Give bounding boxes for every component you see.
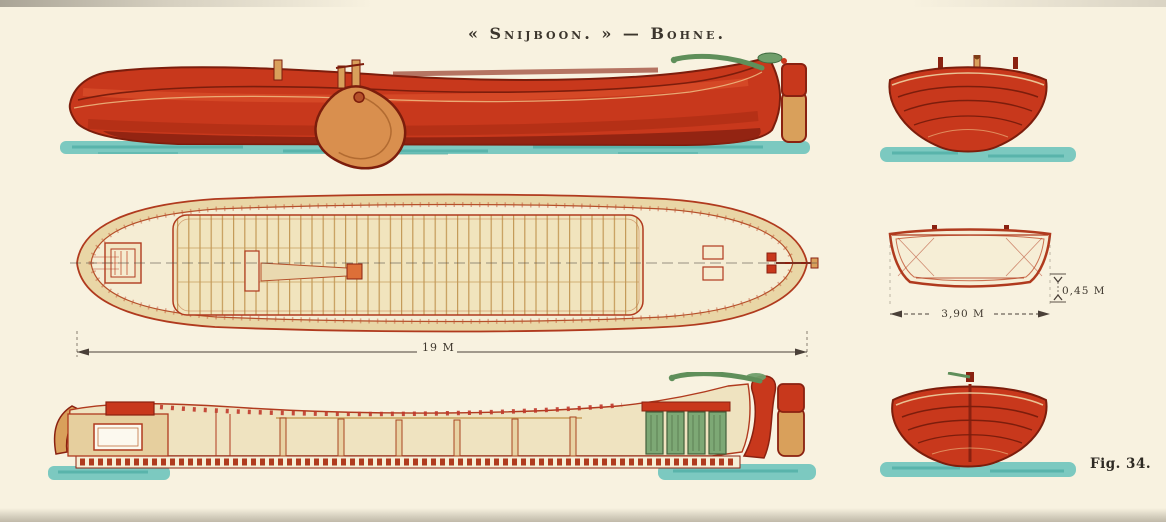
stern-post-and-rudder bbox=[742, 373, 805, 459]
section-hull bbox=[888, 225, 1052, 288]
arrowhead-left bbox=[890, 310, 902, 318]
plate-title: « Snijboon. » — Bohne. bbox=[467, 24, 727, 43]
bow-view-drawing bbox=[880, 55, 1076, 162]
figure-caption: Fig. 34. bbox=[1090, 456, 1152, 472]
midship-section-drawing bbox=[888, 225, 1066, 318]
deck-plan-drawing bbox=[70, 193, 820, 357]
water-stern bbox=[880, 462, 1076, 477]
side-elevation-drawing bbox=[60, 52, 810, 170]
bottom-planking bbox=[75, 455, 741, 469]
stern-cabin-panels bbox=[641, 401, 731, 455]
stern-view-drawing bbox=[880, 372, 1076, 477]
water-bow bbox=[880, 147, 1076, 162]
arrowhead-left bbox=[77, 348, 89, 356]
bow-view bbox=[878, 55, 1078, 180]
midship-section-view bbox=[872, 222, 1162, 332]
tiller-side bbox=[670, 53, 765, 71]
page-edge-bottom bbox=[0, 508, 1166, 522]
longitudinal-section-drawing bbox=[48, 372, 816, 480]
bow-cabin bbox=[67, 401, 231, 457]
deck-planking bbox=[172, 214, 644, 316]
arrowhead-right bbox=[795, 348, 807, 356]
length-dimension-line bbox=[76, 331, 808, 357]
freeboard-dimension-marks bbox=[1050, 273, 1066, 303]
beam-dimension-label: 3,90 M bbox=[934, 308, 992, 320]
mast-and-spar bbox=[244, 250, 363, 292]
page-edge-top bbox=[0, 0, 1166, 7]
leeboard bbox=[314, 85, 407, 170]
beam-dimension-line bbox=[889, 238, 1051, 318]
arrowhead-right bbox=[1038, 310, 1050, 318]
hold-stanchions bbox=[276, 416, 582, 457]
rudder-side bbox=[757, 52, 807, 143]
length-dimension-label: 19 M bbox=[420, 341, 456, 354]
stern-view bbox=[878, 372, 1078, 487]
deck-plan-view bbox=[65, 185, 825, 360]
side-elevation-view bbox=[58, 52, 823, 177]
hull-side bbox=[68, 59, 782, 147]
freeboard-dimension-label: 0,45 M bbox=[1060, 285, 1108, 297]
hull-bow bbox=[888, 55, 1048, 153]
longitudinal-section-view bbox=[48, 372, 818, 487]
tiller-section bbox=[668, 372, 763, 384]
hull-stern bbox=[891, 372, 1048, 468]
